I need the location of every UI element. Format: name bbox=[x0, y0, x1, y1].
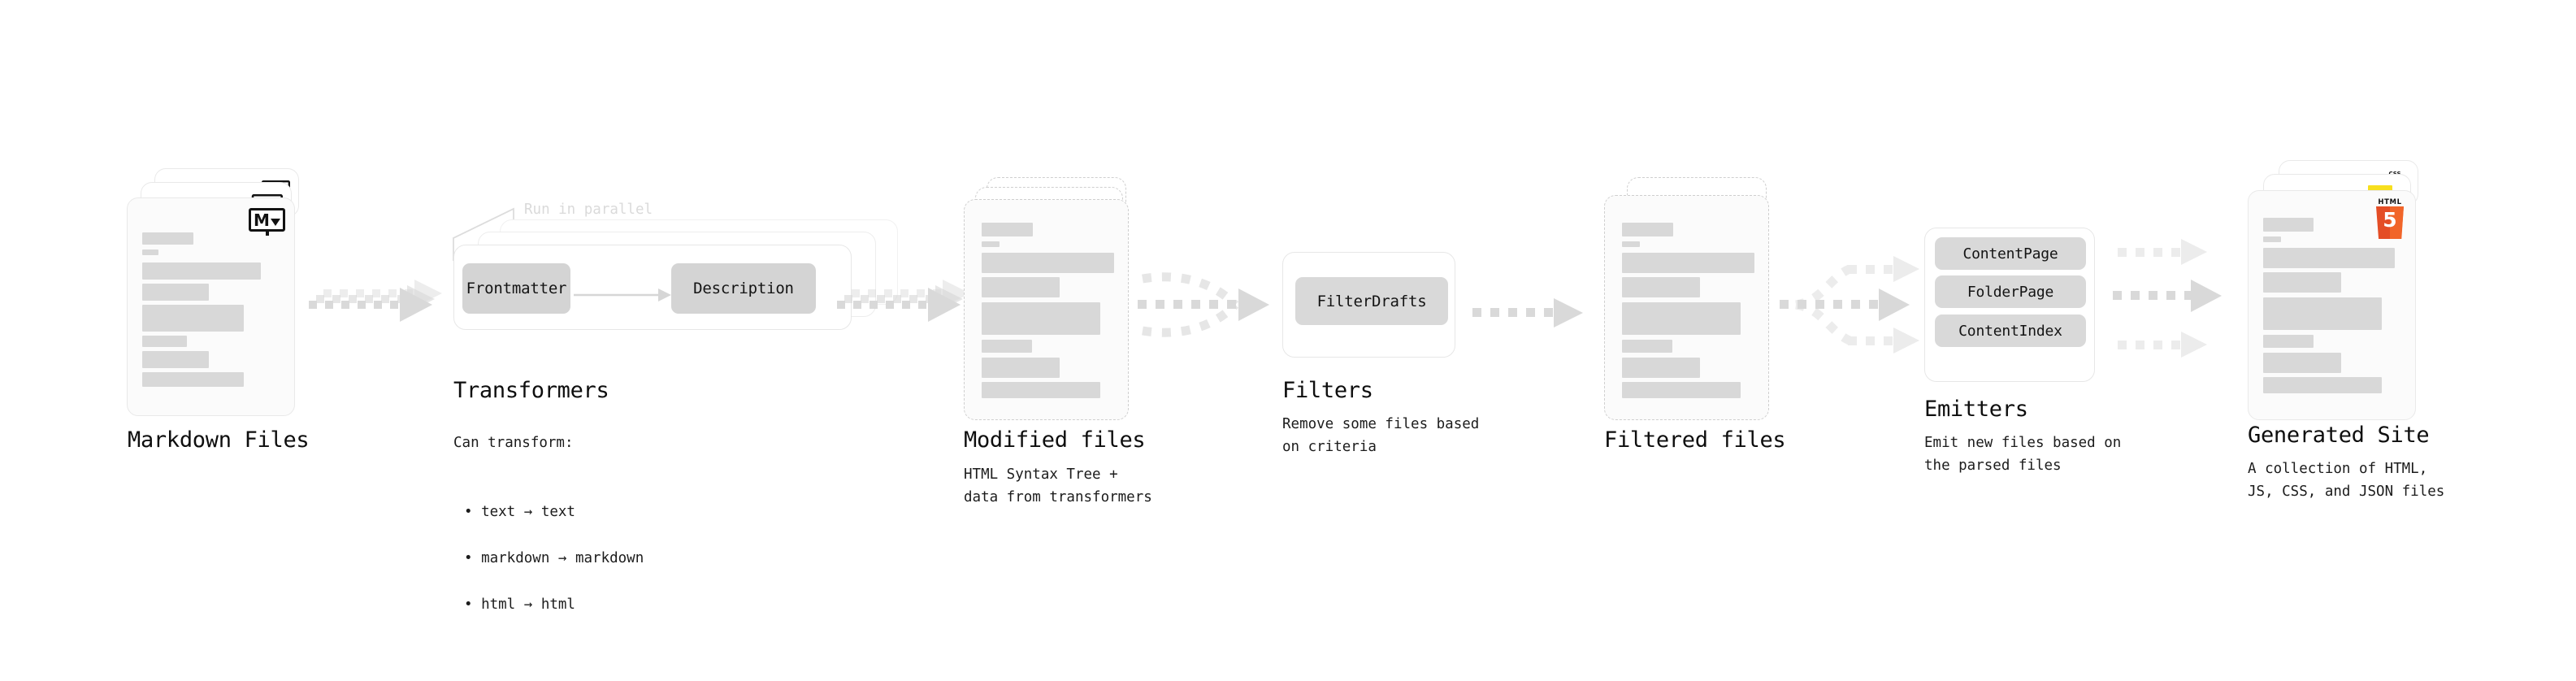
skeleton-bar bbox=[982, 253, 1114, 273]
markdown-icon: M bbox=[249, 208, 285, 236]
markdown-file-card-front: M bbox=[127, 197, 295, 416]
skeleton-bar bbox=[982, 223, 1033, 236]
transformer-pill-frontmatter[interactable]: Frontmatter bbox=[462, 263, 570, 314]
skeleton-bar bbox=[2263, 218, 2314, 232]
markdown-badge-arrow bbox=[265, 219, 280, 236]
html5-icon-number: 5 bbox=[2383, 208, 2397, 232]
modified-files-card-stack bbox=[964, 177, 1134, 421]
skeleton-bar bbox=[982, 241, 1000, 247]
filters-label: Filters bbox=[1282, 378, 1373, 403]
arrow-modified-to-filters bbox=[1138, 272, 1269, 337]
skeleton-bar bbox=[2263, 297, 2382, 330]
emitters-pill-contentpage[interactable]: ContentPage bbox=[1935, 237, 2086, 270]
transformers-desc-intro: Can transform: bbox=[453, 435, 574, 452]
modified-files-description: HTML Syntax Tree + data from transformer… bbox=[964, 466, 1152, 506]
html5-icon: HTML 5 bbox=[2376, 198, 2404, 239]
skeleton-bar bbox=[982, 340, 1032, 353]
markdown-files-label: Markdown Files bbox=[128, 427, 310, 453]
transformers-desc-item: • text → text bbox=[464, 504, 575, 521]
skeleton-bar bbox=[142, 262, 261, 280]
filters-pill-filterdrafts[interactable]: FilterDrafts bbox=[1295, 277, 1448, 325]
skeleton-bar bbox=[142, 336, 187, 347]
skeleton-bar bbox=[2263, 236, 2281, 242]
generated-file-card-html: HTML 5 bbox=[2248, 190, 2416, 420]
skeleton-bar bbox=[142, 305, 244, 332]
generated-site-description: A collection of HTML, JS, CSS, and JSON … bbox=[2248, 461, 2445, 501]
skeleton-bar bbox=[142, 284, 209, 301]
transformers-description: Can transform: • text → text • markdown … bbox=[453, 409, 644, 662]
skeleton-bar bbox=[1622, 302, 1741, 335]
modified-file-card-front bbox=[964, 199, 1129, 420]
skeleton-bar bbox=[2263, 353, 2341, 373]
html5-icon-label: HTML bbox=[2378, 198, 2402, 206]
markdown-badge-letter: M bbox=[254, 210, 270, 230]
markdown-files-card-stack: M M M bbox=[127, 168, 299, 416]
skeleton-bar bbox=[1622, 340, 1672, 353]
transformers-desc-item: • html → html bbox=[464, 596, 575, 613]
skeleton-bar bbox=[142, 232, 193, 245]
skeleton-bar bbox=[1622, 241, 1640, 247]
skeleton-bar bbox=[2263, 272, 2341, 293]
arrow-filtered-to-emitters bbox=[1780, 256, 1919, 354]
run-in-parallel-annotation: Run in parallel bbox=[524, 202, 653, 218]
transformers-label: Transformers bbox=[453, 378, 609, 403]
html5-icon-shield-highlight bbox=[2390, 206, 2404, 239]
skeleton-bar bbox=[142, 249, 158, 255]
skeleton-bar bbox=[2263, 377, 2382, 393]
generated-site-label: Generated Site bbox=[2248, 423, 2430, 448]
arrow-filters-to-filtered bbox=[1472, 298, 1583, 327]
transformers-desc-item: • markdown → markdown bbox=[464, 550, 644, 567]
skeleton-bar bbox=[2263, 248, 2395, 268]
skeleton-bar bbox=[982, 382, 1100, 398]
skeleton-bar bbox=[982, 302, 1100, 335]
transformer-pill-description[interactable]: Description bbox=[671, 263, 816, 314]
skeleton-bar bbox=[1622, 382, 1741, 398]
skeleton-bar bbox=[982, 277, 1060, 297]
skeleton-bar bbox=[1622, 223, 1673, 236]
skeleton-bar bbox=[142, 372, 244, 387]
arrow-markdown-to-transformers bbox=[309, 280, 442, 322]
emitters-pill-folderpage[interactable]: FolderPage bbox=[1935, 275, 2086, 308]
filtered-files-label: Filtered files bbox=[1604, 427, 1786, 453]
skeleton-bar bbox=[1622, 277, 1700, 297]
skeleton-bar bbox=[142, 351, 209, 368]
emitters-pill-contentindex[interactable]: ContentIndex bbox=[1935, 314, 2086, 347]
skeleton-bar bbox=[2263, 335, 2314, 348]
modified-files-label: Modified files bbox=[964, 427, 1146, 453]
emitters-description: Emit new files based on the parsed files bbox=[1924, 435, 2122, 475]
arrow-emitters-to-generated bbox=[2113, 239, 2222, 358]
skeleton-bar bbox=[982, 358, 1060, 378]
filtered-files-card-stack bbox=[1604, 177, 1775, 421]
filtered-file-card-front bbox=[1604, 195, 1769, 420]
skeleton-bar bbox=[1622, 253, 1754, 273]
generated-site-card-stack: CSS HTML 5 bbox=[2248, 160, 2420, 420]
emitters-label: Emitters bbox=[1924, 397, 2028, 422]
filters-description: Remove some files based on criteria bbox=[1282, 416, 1480, 456]
skeleton-bar bbox=[1622, 358, 1700, 378]
